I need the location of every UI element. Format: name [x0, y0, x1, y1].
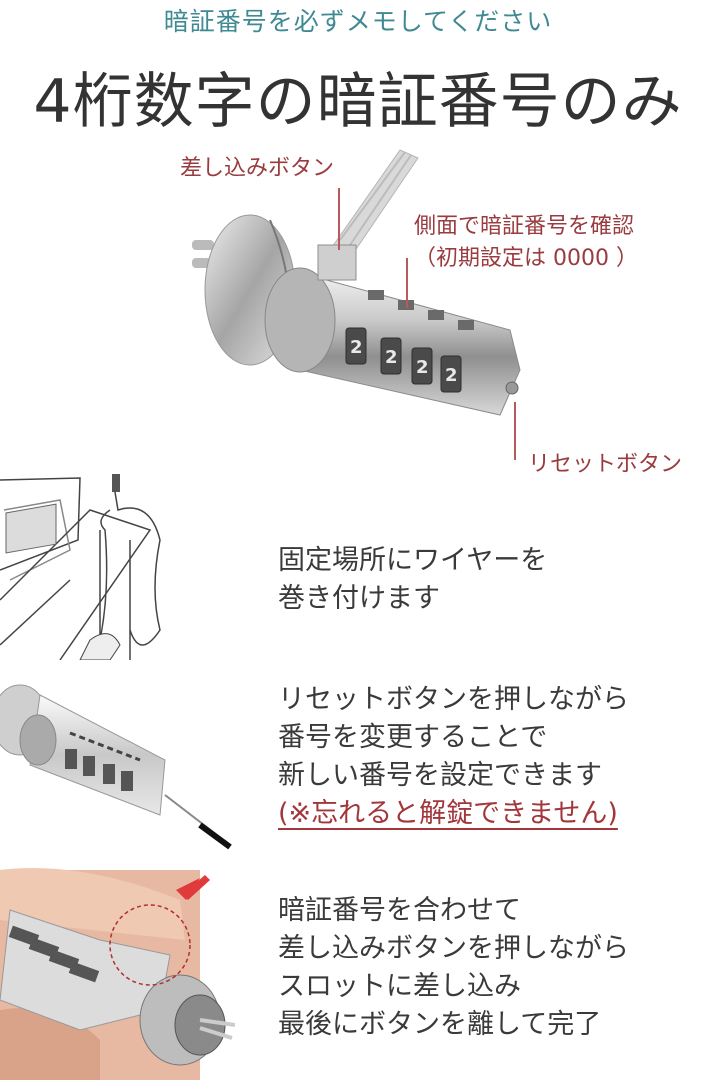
laptop-desk-wire-illustration [0, 474, 161, 660]
svg-text:2: 2 [385, 347, 398, 368]
subtitle: 暗証番号を必ずメモしてください [163, 7, 553, 36]
product-diagram: 2 2 2 2 差し込みボタン 側面で暗証番号を確認 （初期設定は 0000 ）… [0, 140, 716, 480]
step-2-line-1: リセットボタンを押しながら [278, 684, 629, 715]
step-3-line-2: 差し込みボタンを押しながら [278, 933, 629, 964]
red-arrow-icon [176, 875, 210, 900]
step-2-line-3: 新しい番号を設定できます [278, 760, 602, 791]
step-2: リセットボタンを押しながら 番号を変更することで 新しい番号を設定できます (※… [0, 665, 716, 855]
combination-lock-illustration: 2 2 2 2 [192, 149, 521, 416]
step-3-line-1: 暗証番号を合わせて [278, 895, 521, 926]
callout-initial-setting: （初期設定は 0000 ） [414, 246, 638, 271]
hand-inserting-lock-photo [0, 868, 236, 1080]
forget-warning: (※忘れると解錠できません) [278, 798, 618, 829]
callout-check-code-side: 側面で暗証番号を確認 [414, 214, 635, 239]
svg-text:2: 2 [445, 365, 458, 386]
leader-line-reset-button [514, 402, 516, 460]
step-1: 固定場所にワイヤーを 巻き付けます [0, 470, 716, 660]
reset-button-pin-photo [0, 684, 232, 850]
step-3-line-4: 最後にボタンを離して完了 [278, 1009, 602, 1040]
step-1-line-1: 固定場所にワイヤーを [278, 545, 548, 576]
step-2-line-2: 番号を変更することで [278, 722, 548, 753]
page-title: 4桁数字の暗証番号のみ [33, 67, 683, 137]
leader-line-side-window [406, 258, 408, 308]
callout-reset-button: リセットボタン [528, 452, 683, 477]
step-3-line-3: スロットに差し込み [278, 971, 521, 1002]
step-3: 暗証番号を合わせて 差し込みボタンを押しながら スロットに差し込み 最後にボタン… [0, 860, 716, 1080]
callout-insert-button: 差し込みボタン [180, 156, 335, 181]
svg-text:2: 2 [416, 357, 429, 378]
leader-line-insert-button [338, 188, 340, 250]
svg-text:2: 2 [350, 337, 363, 358]
step-1-line-2: 巻き付けます [278, 583, 440, 614]
